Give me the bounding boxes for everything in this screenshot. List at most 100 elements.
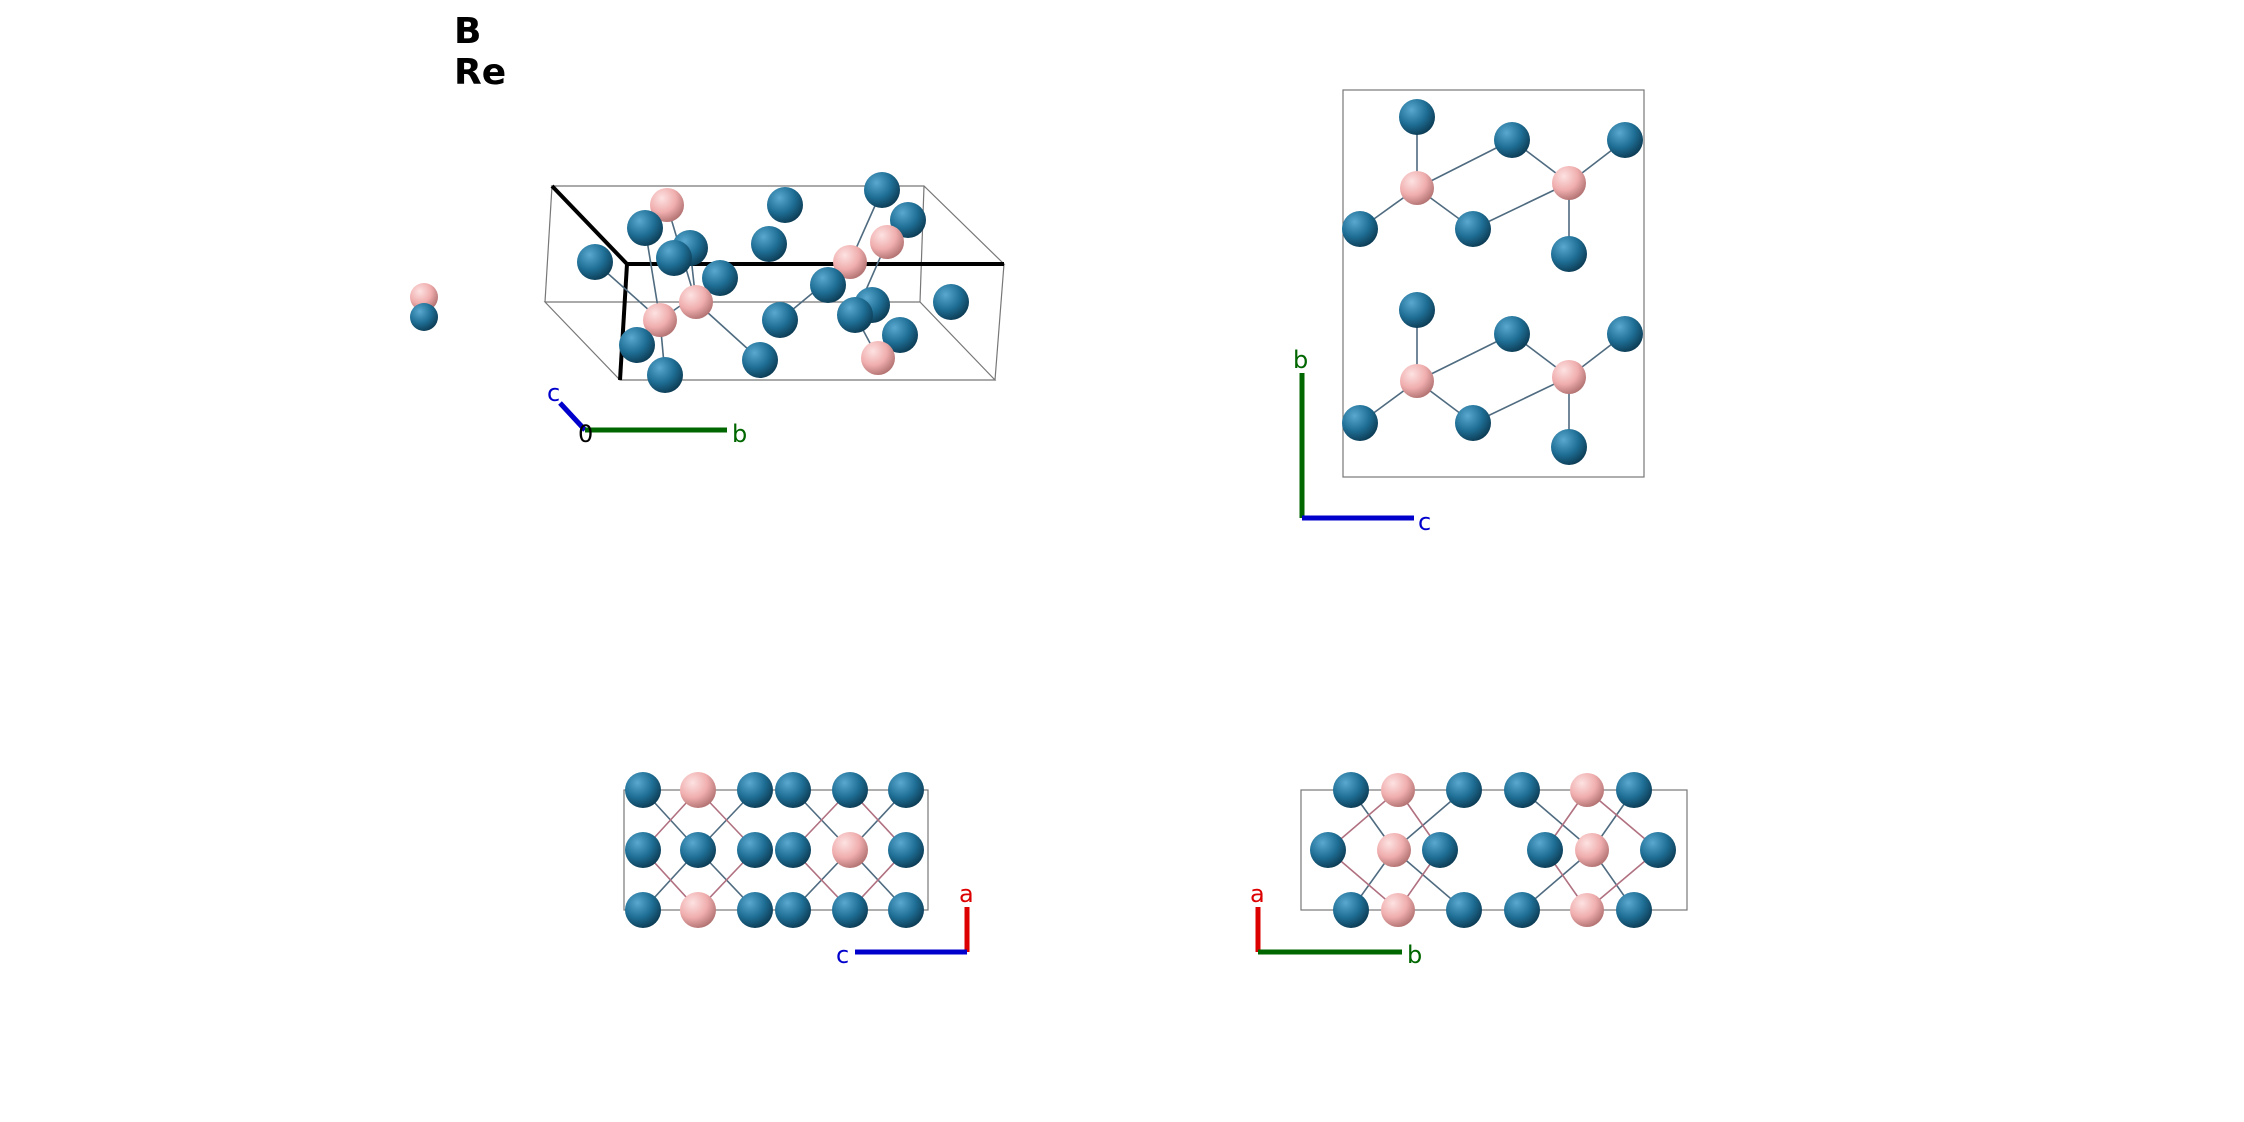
axis-label-b: b (732, 420, 747, 448)
axis-label-a: a (1250, 880, 1265, 908)
atom-re (737, 892, 773, 928)
atom-re (1446, 892, 1482, 928)
atom-re (882, 317, 918, 353)
atoms (577, 172, 969, 393)
atom-b (680, 772, 716, 808)
atom-re (1607, 316, 1643, 352)
atom-re (1494, 316, 1530, 352)
atom-re (625, 772, 661, 808)
atom-re (1616, 892, 1652, 928)
atom-re (775, 892, 811, 928)
atoms (625, 772, 924, 928)
axis-indicator: a c (836, 880, 974, 969)
perspective-view: c 0 b (543, 172, 1006, 448)
atom-re (1399, 292, 1435, 328)
atom-b (1552, 360, 1586, 394)
atom-b (1570, 893, 1604, 927)
atom-re (1616, 772, 1652, 808)
atom-re (647, 357, 683, 393)
atom-b (680, 892, 716, 928)
atom-re (627, 210, 663, 246)
atom-b (679, 285, 713, 319)
atom-re (1333, 892, 1369, 928)
atom-re (933, 284, 969, 320)
atom-re (832, 772, 868, 808)
atom-b (650, 188, 684, 222)
atom-re (1455, 405, 1491, 441)
atom-re (775, 772, 811, 808)
axis-label-c: c (547, 379, 560, 407)
atom-re (832, 892, 868, 928)
atom-re (1342, 405, 1378, 441)
atom-re (1422, 832, 1458, 868)
legend-label-boron: B (454, 11, 481, 52)
element-legend: B Re (410, 11, 506, 331)
atom-re (1504, 892, 1540, 928)
atom-re (1494, 122, 1530, 158)
atom-re (737, 772, 773, 808)
atom-re (864, 172, 900, 208)
atom-re (1399, 99, 1435, 135)
view-along-a: b c (1293, 89, 1645, 536)
atom-b (1575, 833, 1609, 867)
atom-re (1455, 211, 1491, 247)
atom-re (888, 832, 924, 868)
atom-re (888, 892, 924, 928)
atoms (1310, 772, 1676, 928)
atom-re (1342, 211, 1378, 247)
atom-re (742, 342, 778, 378)
legend-atom-rhenium (410, 303, 438, 331)
atom-re (1551, 429, 1587, 465)
axis-indicator: a b (1250, 880, 1422, 969)
atom-re (751, 226, 787, 262)
atom-re (888, 772, 924, 808)
atom-re (1310, 832, 1346, 868)
atom-b (833, 245, 867, 279)
atom-re (702, 260, 738, 296)
unit-cell-box (1342, 89, 1645, 478)
atom-re (1551, 236, 1587, 272)
atom-re (625, 832, 661, 868)
atom-re (1446, 772, 1482, 808)
view-along-c: a b (1250, 772, 1688, 969)
atom-b (870, 225, 904, 259)
atom-re (737, 832, 773, 868)
atom-re (1640, 832, 1676, 868)
atoms (1342, 99, 1643, 465)
axis-label-a: a (959, 880, 974, 908)
atom-re (619, 327, 655, 363)
atom-re (656, 240, 692, 276)
atom-b (1400, 364, 1434, 398)
legend-label-rhenium: Re (454, 52, 506, 93)
atom-re (625, 892, 661, 928)
atom-b (1377, 833, 1411, 867)
atom-re (1333, 772, 1369, 808)
atom-re (762, 302, 798, 338)
axis-label-b: b (1407, 941, 1422, 969)
atom-re (775, 832, 811, 868)
axis-label-c: c (836, 941, 849, 969)
atom-b (1570, 773, 1604, 807)
axis-label-b: b (1293, 346, 1308, 374)
atom-re (810, 267, 846, 303)
atom-re (680, 832, 716, 868)
atom-b (1400, 171, 1434, 205)
atom-re (1527, 832, 1563, 868)
view-along-b: a c (623, 772, 974, 969)
atom-b (832, 832, 868, 868)
atom-re (1504, 772, 1540, 808)
atom-re (890, 202, 926, 238)
axis-indicator: b c (1293, 346, 1431, 536)
atom-b (1552, 166, 1586, 200)
atom-re (577, 244, 613, 280)
atom-b (861, 341, 895, 375)
atom-re (837, 297, 873, 333)
axis-label-origin: 0 (578, 420, 593, 448)
axis-label-c: c (1418, 508, 1431, 536)
bonds (1359, 117, 1626, 447)
atom-b (643, 303, 677, 337)
unit-cell-box (1300, 789, 1688, 911)
axis-indicator: c 0 b (547, 379, 747, 448)
atom-re (767, 187, 803, 223)
